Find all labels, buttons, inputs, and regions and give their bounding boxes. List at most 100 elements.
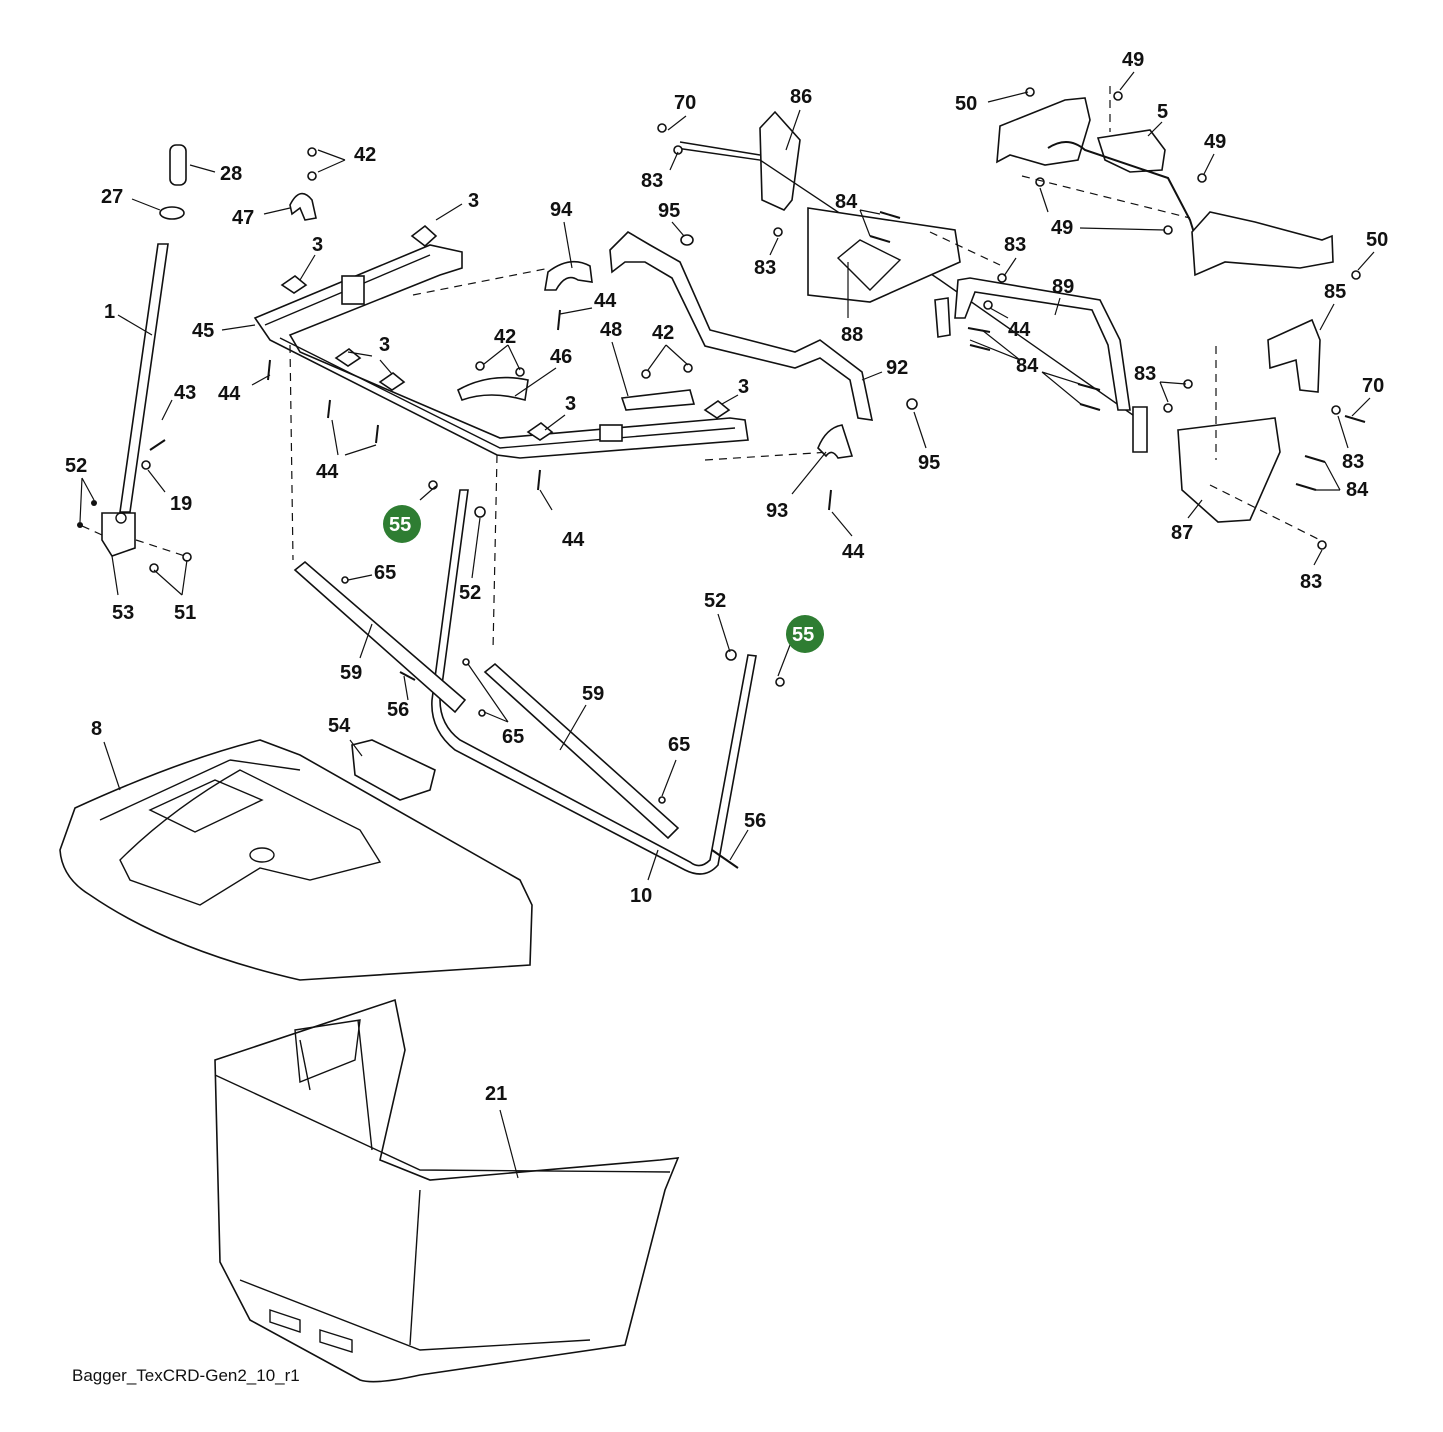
label-42-b: 42 xyxy=(494,326,516,348)
label-65: 65 xyxy=(374,562,396,584)
label-55: 55 xyxy=(389,514,411,536)
bagger-lid-8 xyxy=(59,739,533,981)
label-65-c: 65 xyxy=(668,734,690,756)
label-52-b: 52 xyxy=(459,582,481,604)
badge-55-right xyxy=(786,615,824,653)
bracket-87 xyxy=(1177,417,1281,523)
label-42-c: 42 xyxy=(652,322,674,344)
hitch-top xyxy=(996,86,1361,280)
label-42: 42 xyxy=(354,144,376,166)
hitch-assembly xyxy=(657,110,1366,550)
label-70-b: 70 xyxy=(1362,375,1384,397)
label-84-c: 84 xyxy=(1346,479,1369,501)
lower-frame-10 xyxy=(293,480,785,875)
bagger-body-21 xyxy=(214,998,680,1383)
label-95: 95 xyxy=(658,200,680,222)
label-89: 89 xyxy=(1052,276,1074,298)
washer-27 xyxy=(159,206,185,220)
bracket-53 xyxy=(101,512,136,557)
label-88: 88 xyxy=(841,324,863,346)
label-95-b: 95 xyxy=(918,452,940,474)
label-56-b: 56 xyxy=(744,810,766,832)
label-44-d: 44 xyxy=(562,529,585,551)
bracket-94 xyxy=(544,260,593,291)
label-56: 56 xyxy=(387,699,409,721)
label-53: 53 xyxy=(112,602,134,624)
label-8: 8 xyxy=(91,718,102,740)
bracket-93 xyxy=(817,424,854,459)
label-44-b: 44 xyxy=(594,290,617,312)
label-3-c: 3 xyxy=(379,334,390,356)
part-labels: 28 27 1 47 42 45 44 43 19 52 53 51 3 94 … xyxy=(65,49,1388,1105)
label-92: 92 xyxy=(886,357,908,379)
label-50-b: 50 xyxy=(1366,229,1388,251)
small-brackets xyxy=(289,147,696,411)
label-43: 43 xyxy=(174,382,196,404)
drawing-caption: Bagger_TexCRD-Gen2_10_r1 xyxy=(72,1366,300,1385)
label-59-b: 59 xyxy=(582,683,604,705)
label-49-b: 49 xyxy=(1204,131,1226,153)
plate-48 xyxy=(620,389,696,411)
label-83-b: 83 xyxy=(754,257,776,279)
label-52: 52 xyxy=(65,455,87,477)
label-49-c: 49 xyxy=(1051,217,1073,239)
label-86: 86 xyxy=(790,86,812,108)
label-3-e: 3 xyxy=(738,376,749,398)
label-84-b: 84 xyxy=(1016,355,1039,377)
plate-88 xyxy=(807,207,961,303)
label-44-e: 44 xyxy=(842,541,865,563)
label-49: 49 xyxy=(1122,49,1144,71)
label-10: 10 xyxy=(630,885,652,907)
label-19: 19 xyxy=(170,493,192,515)
label-87: 87 xyxy=(1171,522,1193,544)
label-21: 21 xyxy=(485,1083,507,1105)
bar-89 xyxy=(954,277,1131,411)
plate-46 xyxy=(456,376,529,402)
label-85: 85 xyxy=(1324,281,1346,303)
label-44: 44 xyxy=(218,383,241,405)
label-3-d: 3 xyxy=(565,393,576,415)
bar-92 xyxy=(609,230,918,511)
badge-55-left xyxy=(383,505,421,543)
label-65-b: 65 xyxy=(502,726,524,748)
label-54: 54 xyxy=(328,715,351,737)
bracket-47 xyxy=(289,192,317,221)
label-28: 28 xyxy=(220,163,242,185)
leader-lines xyxy=(79,71,1375,1179)
rod-1 xyxy=(119,243,169,513)
label-83-d: 44 xyxy=(1008,319,1031,341)
label-5: 5 xyxy=(1157,101,1168,123)
bracket-85 xyxy=(1267,318,1321,393)
label-1: 1 xyxy=(104,301,115,323)
label-83-e: 83 xyxy=(1134,363,1156,385)
label-70: 70 xyxy=(674,92,696,114)
label-27: 27 xyxy=(101,186,123,208)
label-47: 47 xyxy=(232,207,254,229)
label-3-b: 3 xyxy=(312,234,323,256)
label-83-c: 83 xyxy=(1004,234,1026,256)
label-93: 93 xyxy=(766,500,788,522)
label-48: 48 xyxy=(600,319,622,341)
label-3: 3 xyxy=(468,190,479,212)
label-51: 51 xyxy=(174,602,196,624)
label-83-h: 83 xyxy=(1300,571,1322,593)
label-55-b: 55 xyxy=(792,624,814,646)
lever-assembly xyxy=(77,144,192,573)
label-94: 94 xyxy=(550,199,573,221)
label-83-f: 83 xyxy=(1342,451,1364,473)
strut-59-right xyxy=(483,662,680,840)
strut-59-left xyxy=(293,560,467,714)
label-84: 84 xyxy=(835,191,858,213)
label-44-c: 44 xyxy=(316,461,339,483)
label-83: 83 xyxy=(641,170,663,192)
bracket-5 xyxy=(1096,129,1166,173)
label-59: 59 xyxy=(340,662,362,684)
label-45: 45 xyxy=(192,320,214,342)
handle-54 xyxy=(351,739,436,801)
label-52-c: 52 xyxy=(704,590,726,612)
label-46: 46 xyxy=(550,346,572,368)
bracket-86 xyxy=(759,110,801,211)
upper-frame-45 xyxy=(253,224,831,651)
label-50: 50 xyxy=(955,93,977,115)
